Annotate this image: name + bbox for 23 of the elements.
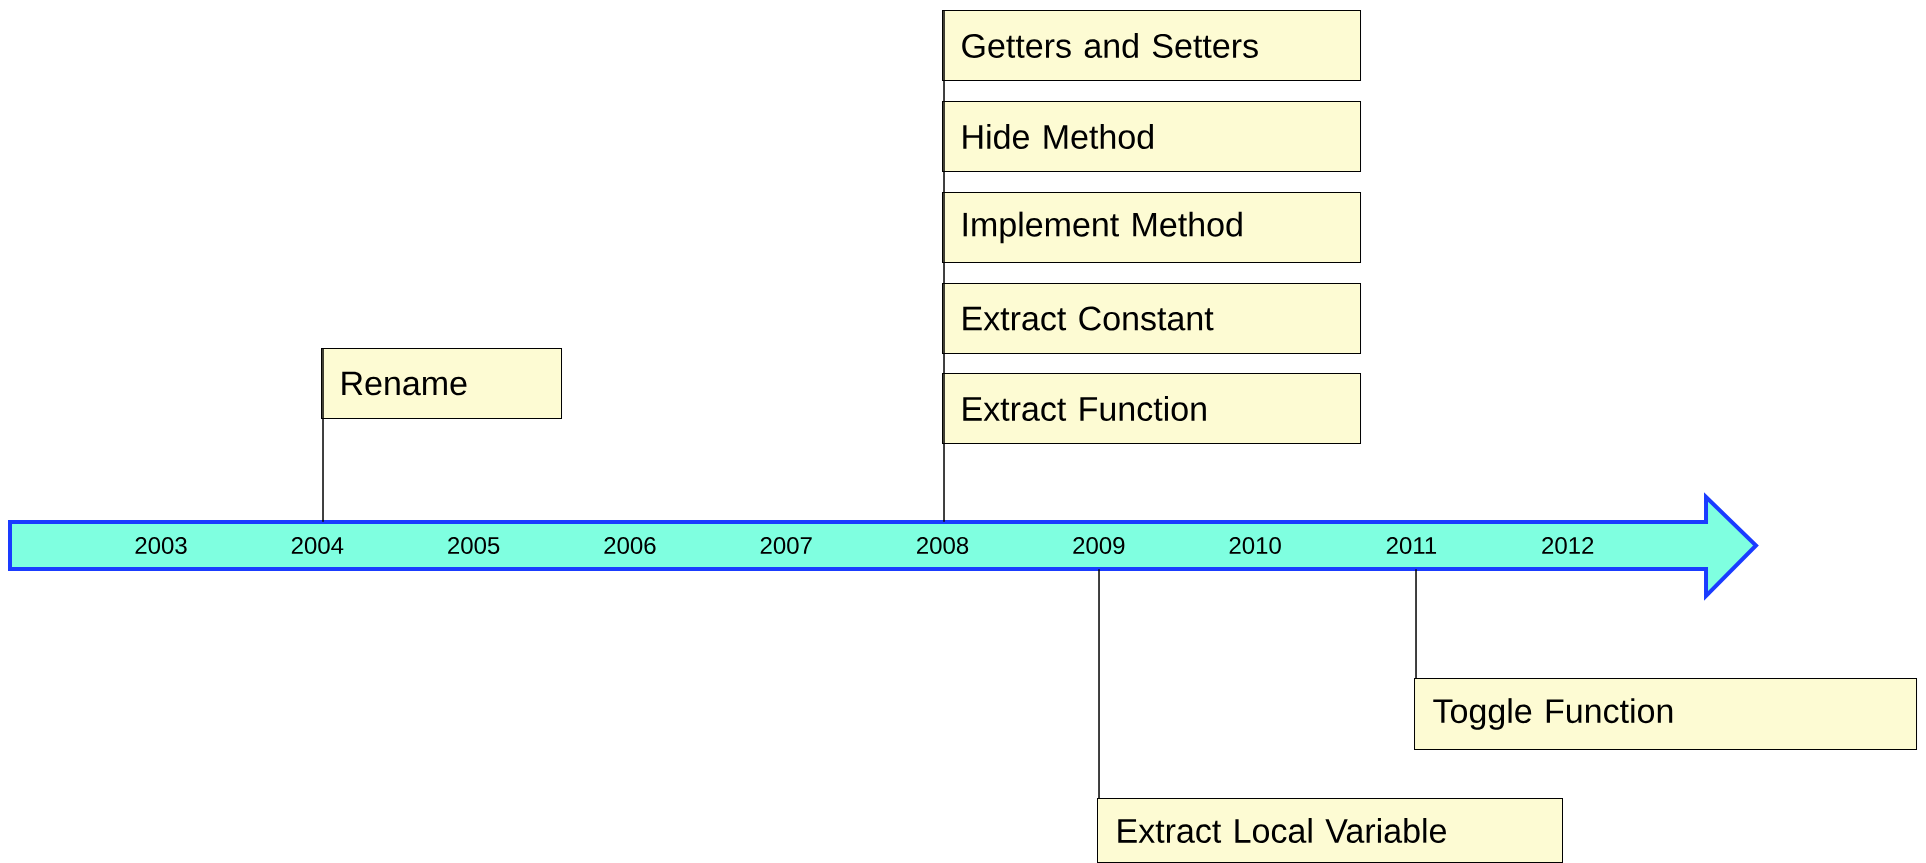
- year-label: 2006: [604, 537, 656, 554]
- year-label: 2010: [1229, 537, 1281, 554]
- leader-line: [943, 9, 945, 523]
- year-label: 2003: [135, 537, 187, 554]
- label-box: Extract Constant: [942, 283, 1361, 354]
- label-box: Toggle Function: [1414, 678, 1917, 750]
- label-box: Rename: [321, 348, 562, 419]
- year-label: 2008: [917, 537, 969, 554]
- label-box: Extract Function: [942, 373, 1361, 444]
- year-label: 2011: [1386, 537, 1437, 554]
- year-label: 2007: [760, 537, 812, 554]
- label-box: Extract Local Variable: [1097, 798, 1563, 863]
- label-box: Getters and Setters: [942, 10, 1361, 81]
- year-label: 2005: [448, 537, 500, 554]
- year-label: 2009: [1073, 537, 1125, 554]
- year-label: 2012: [1542, 537, 1594, 554]
- leader-line: [322, 347, 324, 523]
- leader-line: [1415, 568, 1417, 679]
- label-box: Hide Method: [942, 101, 1361, 172]
- timeline-arrow: [8, 492, 1759, 601]
- year-label: 2004: [291, 537, 344, 554]
- label-box: Implement Method: [942, 192, 1361, 263]
- leader-line: [1098, 568, 1100, 799]
